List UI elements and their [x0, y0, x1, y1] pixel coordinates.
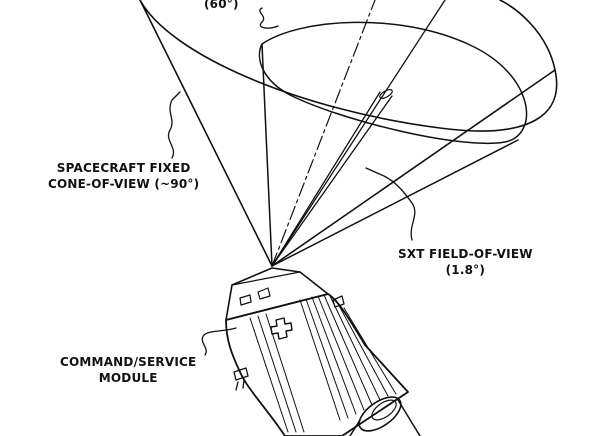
sxt-leader	[365, 167, 416, 241]
top-angle-label: (60°)	[204, 0, 239, 11]
fixed-cone-label-line1: SPACECRAFT FIXED	[56, 161, 191, 175]
csm-label-line2: MODULE	[98, 371, 158, 385]
csm-leader	[201, 327, 237, 356]
command-service-module-drawing	[225, 267, 421, 436]
fixed-cone-label-line2: CONE-OF-VIEW (~90°)	[48, 177, 200, 191]
optical-axis-line	[271, 0, 376, 267]
spacecraft-fixed-cone	[139, 0, 558, 267]
sxt-field-of-view-cone	[271, 89, 393, 267]
sxt-label-line2: (1.8°)	[445, 263, 486, 277]
inner-60-degree-cone	[258, 21, 528, 267]
csm-label-line1: COMMAND/SERVICE	[60, 355, 197, 369]
fixed-cone-leader	[167, 91, 181, 159]
cone-edge-line	[271, 0, 446, 267]
sxt-field-of-view-label: SXT FIELD-OF-VIEW (1.8°)	[398, 246, 533, 278]
fixed-cone-label: SPACECRAFT FIXED CONE-OF-VIEW (~90°)	[48, 160, 199, 192]
sxt-label-line1: SXT FIELD-OF-VIEW	[398, 247, 533, 261]
command-service-module-label: COMMAND/SERVICE MODULE	[60, 354, 196, 386]
top-angle-leader	[259, 7, 279, 29]
